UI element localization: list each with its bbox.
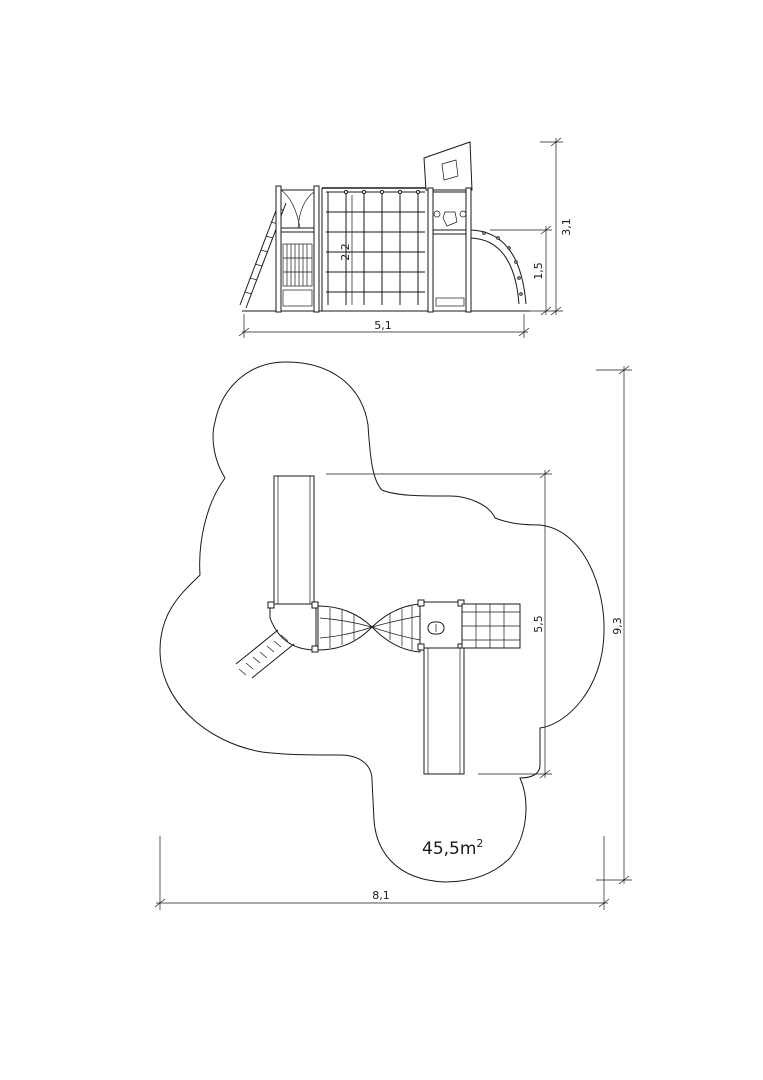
plan-area-label: 45,5m2 (422, 837, 483, 859)
plan-right-platform (417, 599, 465, 651)
plan-left-platform (267, 601, 319, 653)
plan-height-dimension: 9,3 (596, 365, 632, 885)
climbing-net (321, 187, 429, 311)
curved-slide (470, 229, 527, 305)
side-width-label: 5,1 (374, 319, 392, 332)
safety-area-outline (159, 361, 605, 883)
plan-height-label: 9,3 (611, 617, 624, 635)
side-elevation: 5,1 2,2 1,5 3,1 (238, 137, 573, 338)
plan-net-panel-right (461, 603, 521, 649)
side-height-dimensions: 1,5 3,1 (490, 137, 573, 316)
plan-inner-length-label: 5,5 (532, 615, 545, 633)
area-value: 45,5m2 (422, 837, 483, 859)
plan-net-bridge (317, 603, 421, 653)
plan-width-dimension: 8,1 (154, 836, 610, 910)
plan-view: 5,5 9,3 8,1 45,5m2 (154, 361, 632, 910)
left-tower (275, 185, 320, 313)
side-width-dimension: 5,1 (238, 314, 530, 338)
platform-height-label: 1,5 (532, 262, 545, 280)
area-exponent: 2 (476, 837, 483, 850)
plan-inner-dimension: 5,5 (326, 469, 552, 779)
net-height-dimension: 2,2 (339, 195, 353, 305)
plan-slide-bottom (423, 647, 465, 775)
net-height-label: 2,2 (339, 243, 352, 261)
plan-ladder (235, 629, 295, 679)
plan-slide-left (273, 475, 315, 605)
right-tower (423, 141, 473, 313)
area-value-main: 45,5m (422, 839, 476, 859)
total-height-label: 3,1 (560, 218, 573, 236)
plan-width-label: 8,1 (372, 889, 390, 902)
